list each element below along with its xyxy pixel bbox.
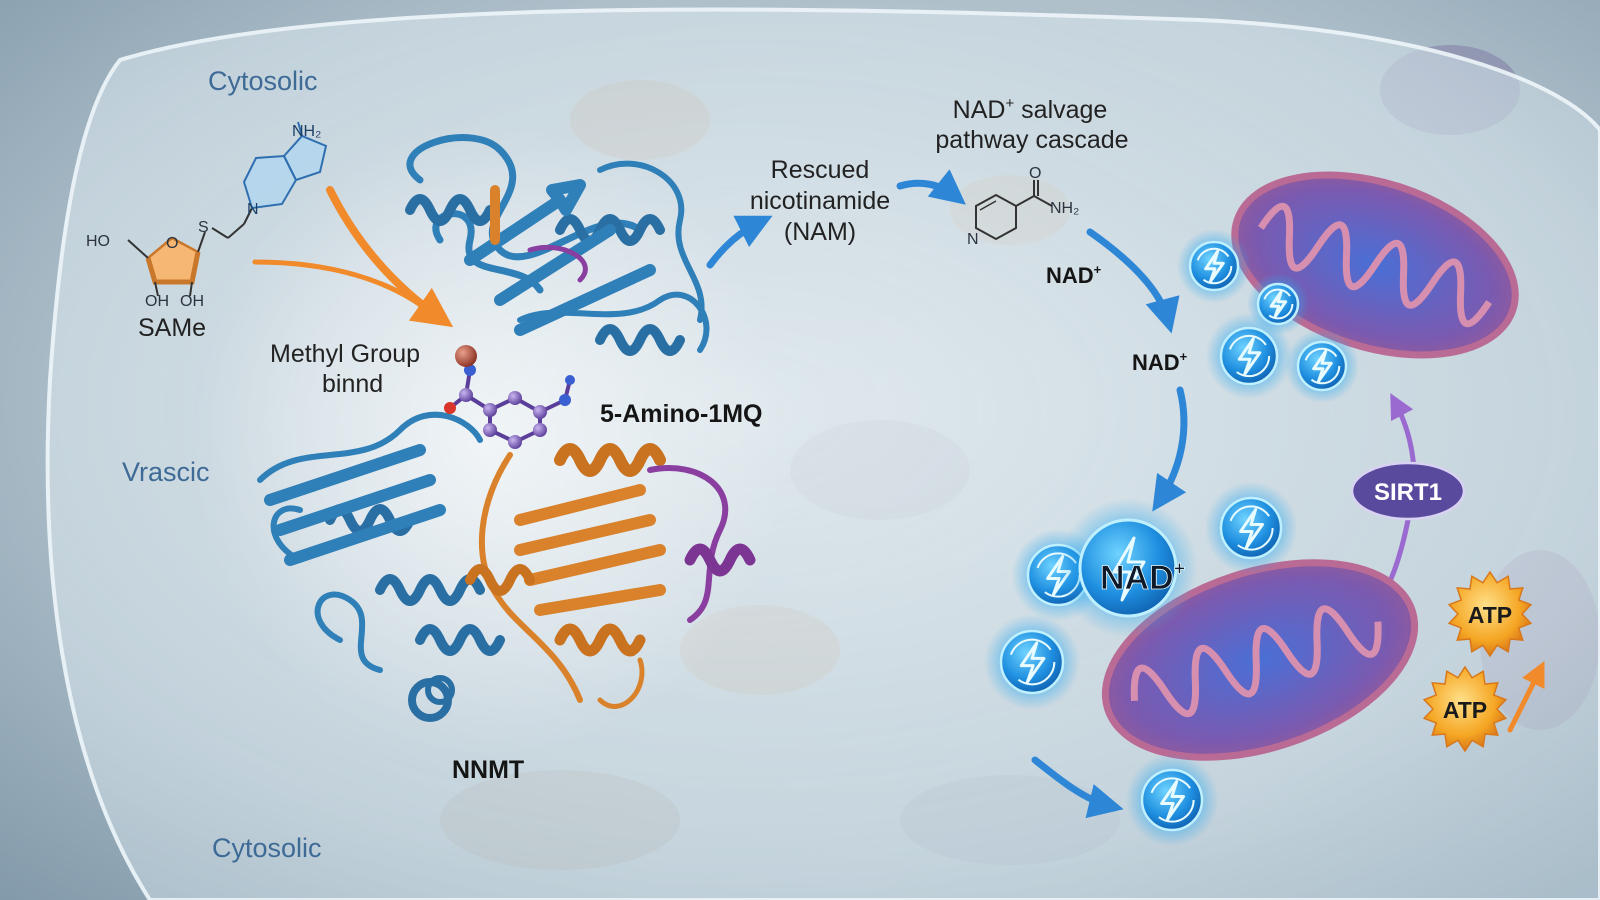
nam-release-arrow <box>706 215 773 269</box>
sirt1-badge: SIRT1 <box>1350 461 1466 521</box>
label-methyl-line2: binnd <box>322 370 383 398</box>
same-oh2-label: OH <box>180 293 204 310</box>
label-nnmt: NNMT <box>452 756 524 784</box>
nam-o-label: O <box>1029 165 1041 182</box>
label-5-amino-1mq: 5-Amino-1MQ <box>600 400 763 428</box>
same-oh1-label: OH <box>145 293 169 310</box>
atp-output-arrow <box>1507 661 1545 733</box>
nad-orb-icon <box>1204 481 1298 575</box>
nad-arrow-2 <box>1152 386 1188 512</box>
same-s-label: S <box>198 219 209 236</box>
adenine-nh2-label: NH₂ <box>292 123 321 140</box>
label-nad-2: NAD+ <box>1132 349 1188 375</box>
same-ring-o-label: O <box>166 235 178 252</box>
sirt1-label: SIRT1 <box>1374 479 1442 506</box>
nad-orb-icon <box>1176 228 1252 304</box>
label-methyl-line1: Methyl Group <box>270 340 420 368</box>
atp-badge-1: ATP <box>1447 570 1533 658</box>
nad-orb-icon <box>1205 312 1293 400</box>
nam-nh2-label: NH₂ <box>1050 200 1079 217</box>
nad-orb-icon <box>1284 328 1360 404</box>
label-cytosolic-bottom: Cytosolic <box>212 833 322 863</box>
nad-large-orb <box>1058 498 1198 638</box>
nad-arrow-3 <box>1031 756 1124 819</box>
nnmt-protein-structure <box>257 134 756 722</box>
nad-arrow-1 <box>1086 228 1180 334</box>
label-rescued-line3: (NAM) <box>784 218 856 246</box>
label-rescued-line1: Rescued <box>771 156 870 184</box>
label-salvage-line1: NAD+ salvage <box>953 95 1108 124</box>
label-vrascic: Vrascic <box>122 457 210 487</box>
label-nad-1: NAD+ <box>1046 262 1102 288</box>
atp-label-2: ATP <box>1443 697 1487 723</box>
methyl-group-sphere <box>455 345 477 367</box>
label-nad-large: NAD+ <box>1100 558 1185 597</box>
atp-badge-2: ATP <box>1422 665 1508 753</box>
nad-energy-orbs <box>983 228 1360 847</box>
same-molecule: HO O S OH OH NH₂ N <box>86 121 328 310</box>
same-ho-label: HO <box>86 233 110 250</box>
atp-label-1: ATP <box>1468 602 1512 628</box>
nicotinamide-molecule: O NH₂ N <box>967 165 1079 248</box>
label-cytosolic-top: Cytosolic <box>208 66 318 96</box>
nam-n-label: N <box>967 231 979 248</box>
nad-orb-icon <box>1125 753 1219 847</box>
label-salvage-line2: pathway cascade <box>935 126 1128 154</box>
nad-orb-icon <box>983 613 1081 711</box>
adenine-n-label: N <box>247 201 259 218</box>
nam-to-structure-arrow <box>896 169 966 205</box>
ligand-molecule <box>444 364 575 449</box>
label-rescued-line2: nicotinamide <box>750 187 890 215</box>
label-same: SAMe <box>138 314 206 342</box>
